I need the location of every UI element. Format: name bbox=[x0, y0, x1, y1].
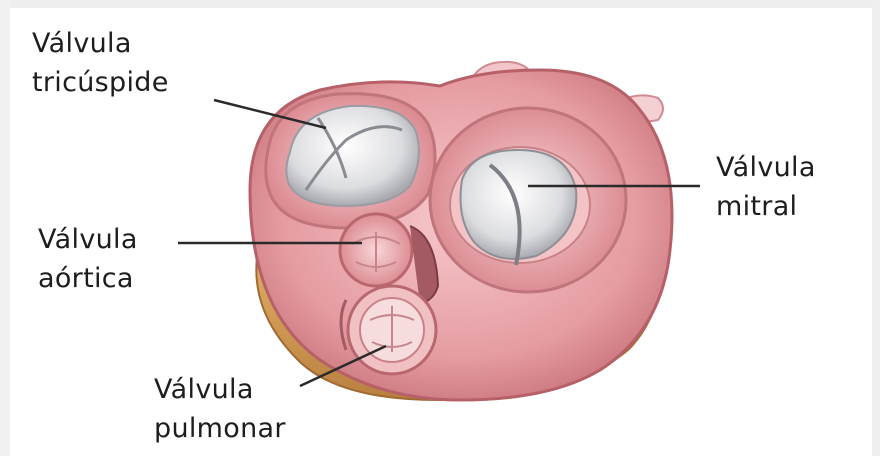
tricuspid-valve bbox=[266, 94, 435, 228]
label-tricuspid-line1: Válvula bbox=[32, 24, 169, 63]
label-pulmonary-valve: Válvula pulmonar bbox=[154, 370, 286, 448]
label-pulmonary-line2: pulmonar bbox=[154, 409, 286, 448]
label-tricuspid-line2: tricúspide bbox=[32, 63, 169, 102]
label-tricuspid-valve: Válvula tricúspide bbox=[32, 24, 169, 102]
label-mitral-line2: mitral bbox=[716, 187, 816, 226]
mitral-valve bbox=[430, 108, 626, 292]
label-aortic-valve: Válvula aórtica bbox=[38, 220, 138, 298]
label-pulmonary-line1: Válvula bbox=[154, 370, 286, 409]
label-mitral-line1: Válvula bbox=[716, 148, 816, 187]
label-aortic-line2: aórtica bbox=[38, 259, 138, 298]
label-aortic-line1: Válvula bbox=[38, 220, 138, 259]
label-mitral-valve: Válvula mitral bbox=[716, 148, 816, 226]
